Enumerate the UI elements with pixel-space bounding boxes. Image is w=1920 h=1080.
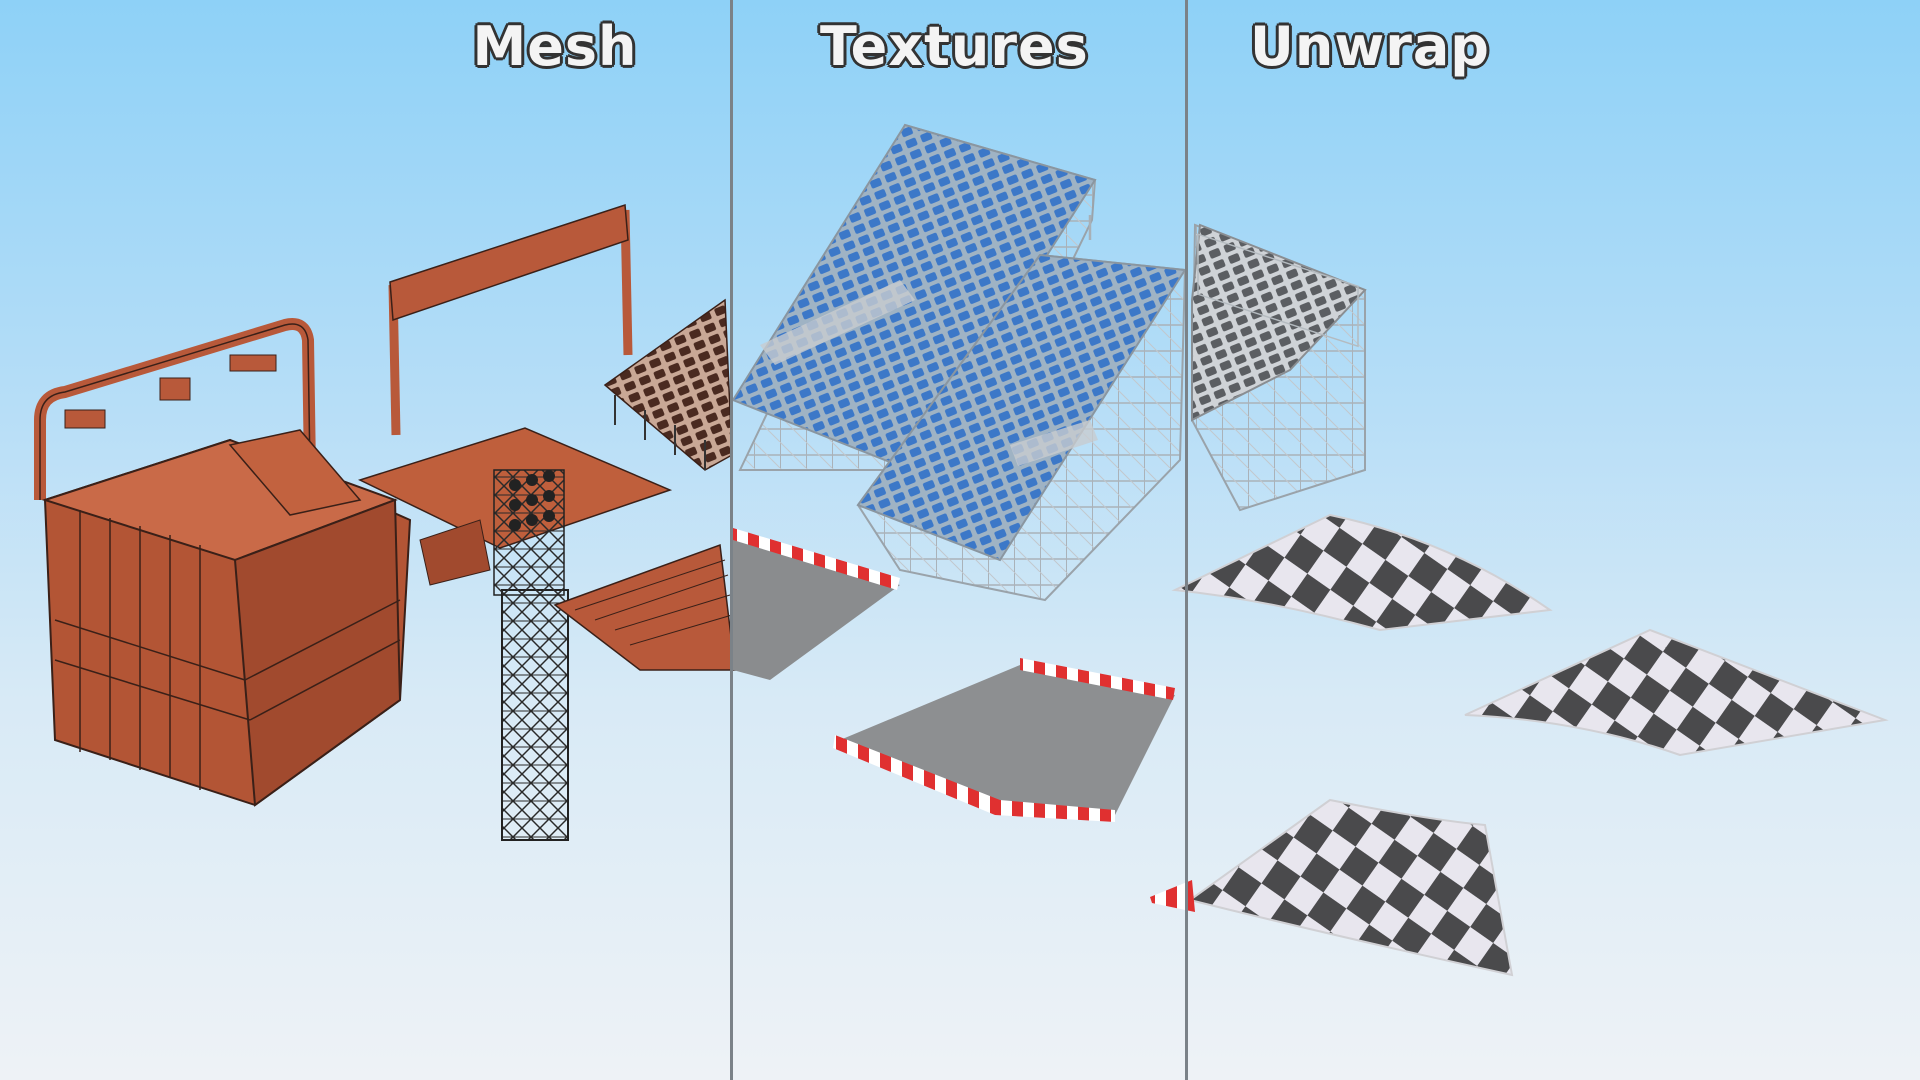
mesh-banner-gantry — [388, 203, 633, 436]
unwrap-track-top — [1171, 513, 1553, 632]
panel-label-textures: Textures — [820, 15, 1089, 78]
mesh-floodlight-tower — [493, 469, 569, 841]
textured-track-right — [833, 658, 1175, 822]
unwrap-track-middle — [1464, 628, 1889, 757]
textured-track-left — [733, 528, 900, 680]
unwrap-grandstand — [1190, 223, 1367, 512]
panel-label-mesh: Mesh — [472, 15, 638, 78]
mesh-pit-building — [34, 318, 412, 807]
unwrap-track-bottom — [1150, 798, 1514, 977]
mesh-track-piece — [553, 543, 736, 671]
panel-label-unwrap: Unwrap — [1250, 15, 1490, 78]
panel-divider-left — [730, 0, 733, 1080]
panel-divider-right — [1185, 0, 1188, 1080]
